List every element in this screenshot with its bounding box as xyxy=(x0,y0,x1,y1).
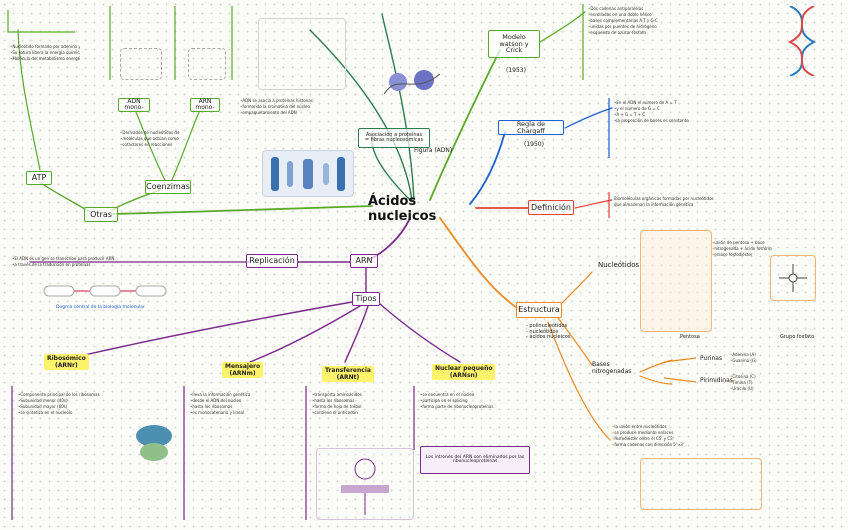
node-asociacion[interactable]: Asociación a proteínas = fibras nucleosó… xyxy=(358,128,430,148)
central-topic[interactable]: Ácidos nucleicos xyxy=(368,194,437,224)
regla-year: (1950) xyxy=(524,141,544,148)
link-center-regla xyxy=(469,131,506,205)
node-transferencia[interactable]: Transferencia (ARNt) xyxy=(322,366,374,382)
link-modelo-right xyxy=(539,11,586,43)
definicion-divider xyxy=(608,192,610,218)
label-pirimidinas[interactable]: Pirimidinas xyxy=(700,377,733,384)
link-estr-bottom xyxy=(547,321,611,441)
link-tipos-ribo xyxy=(79,301,353,357)
notes-modelo: Dos cadenas antiparalelas enrolladas en … xyxy=(588,6,778,80)
label-nucleotidos[interactable]: Nucleótidos xyxy=(598,261,640,269)
notes-dividers xyxy=(7,6,233,80)
purple-dividers xyxy=(11,386,415,520)
link-center-otras xyxy=(111,205,373,215)
notes-definicion: Biomoléculas orgánicas formadas por nucl… xyxy=(614,196,714,207)
node-tipos[interactable]: Tipos xyxy=(352,292,380,306)
nucleosome-diagram xyxy=(258,18,346,90)
histone-illustration xyxy=(383,64,441,98)
node-nuclear[interactable]: Nuclear pequeño (ARNsn) xyxy=(432,364,496,380)
node-definicion[interactable]: Definición xyxy=(528,200,574,215)
ribosome-illustration xyxy=(132,422,176,462)
link-center-modelo xyxy=(429,49,501,201)
phosphodiester-diagram xyxy=(640,458,762,510)
notes-coenzimas: Derivados de nucleótidos de moléculas qu… xyxy=(120,130,230,170)
node-arn[interactable]: ARN xyxy=(350,254,378,268)
nuclear-summary-box: Los intrones del ARN son eliminados por … xyxy=(420,446,530,474)
notes-regla: En el ADN el número de A = T y el número… xyxy=(614,100,814,156)
link-regla-notes xyxy=(564,107,613,129)
node-modelo[interactable]: Modelo watson y Crick xyxy=(488,30,540,58)
notes-enlace: la unión entre nucleótidos se produce me… xyxy=(612,424,812,454)
notes-ribosomico: Componente principal de los ribosomas Su… xyxy=(18,392,128,512)
notes-replicacion: El ADN es un gen se transcribe para prod… xyxy=(12,256,232,270)
link-otras-atp xyxy=(39,181,91,213)
trna-illustration xyxy=(316,448,414,520)
nucleotide-structure-box xyxy=(640,230,712,332)
node-replicacion[interactable]: Replicación xyxy=(246,254,298,268)
dogma-central-diagram xyxy=(40,282,170,302)
link-tipos-mens xyxy=(249,305,361,363)
node-mensajero[interactable]: Mensajero (ARNm) xyxy=(222,362,264,378)
link-bases-pirim xyxy=(639,375,673,385)
fig-caption: Figura (ADN) xyxy=(414,147,453,154)
label-pentosa: Pentosa xyxy=(680,334,700,340)
label-bases[interactable]: Bases nitrogenadas xyxy=(592,361,632,375)
notes-mensajero: lleva la información genética desde el A… xyxy=(190,392,300,512)
node-ribosomico[interactable]: Ribosómico (ARNr) xyxy=(44,354,89,370)
notes-atp: Nucleótido formado por adenina y 3 P Su … xyxy=(10,44,80,124)
node-adn-mono[interactable]: ADN mono- xyxy=(118,98,150,112)
node-arn-mono[interactable]: ARN mono- xyxy=(190,98,220,112)
link-center-estructura xyxy=(439,217,521,311)
phosphate-structure xyxy=(770,255,816,301)
notes-chromatin: ADN se asocia a proteínas histonas forma… xyxy=(240,98,360,130)
adn-mononucleotide-illustration xyxy=(120,48,162,80)
notes-nuclear: se encuentra en el núcleo participa en e… xyxy=(420,392,530,432)
link-estr-bases xyxy=(557,317,593,366)
link-tipos-nuclear xyxy=(379,303,461,363)
link-tipos-trans xyxy=(344,305,369,363)
notes-pirimidinas: Citosina (C) Timina (T) Uracilo (U) xyxy=(730,374,810,394)
double-helix-illustration xyxy=(782,5,822,77)
dogma-caption: Dogma central de la biología molecular xyxy=(56,305,145,310)
estructura-subtitle: - polinucleótidos - nucleótidos - ácidos… xyxy=(526,323,571,340)
link-bases-purinas xyxy=(639,359,673,373)
label-purinas[interactable]: Purinas xyxy=(700,355,723,362)
node-regla-chargaff[interactable]: Regla de Chargaff xyxy=(498,120,564,135)
node-coenzimas[interactable]: Coenzimas xyxy=(145,180,191,194)
node-atp[interactable]: ATP xyxy=(26,171,52,185)
node-otras[interactable]: Otras xyxy=(84,207,118,222)
node-estructura[interactable]: Estructura xyxy=(516,302,562,318)
modelo-divider xyxy=(582,4,584,80)
bases-bracket xyxy=(663,357,697,383)
notes-purinas: Adenina (A) Guanina (G) xyxy=(730,352,810,366)
link-estr-nuc xyxy=(559,271,593,306)
notes-nucleotidos: unión de pentosa + base nitrogenada + ác… xyxy=(712,240,772,260)
notes-transferencia: transporta aminoácidos hasta los ribosom… xyxy=(312,392,408,442)
link-center-fig xyxy=(309,29,413,201)
label-grupo-fosfato: Grupo fosfato xyxy=(780,334,815,340)
arn-mononucleotide-illustration xyxy=(188,48,226,80)
regla-divider xyxy=(608,98,610,158)
modelo-year: (1953) xyxy=(506,67,526,74)
chromatin-figure xyxy=(262,150,354,197)
link-center-top xyxy=(381,13,415,201)
